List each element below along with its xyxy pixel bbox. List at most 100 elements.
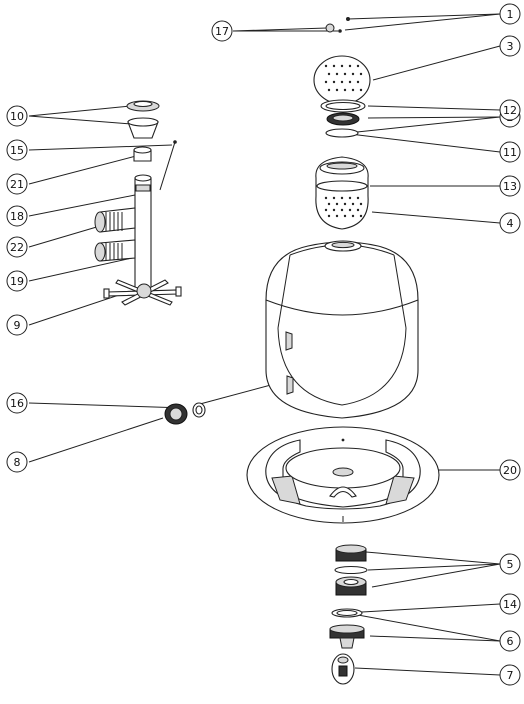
callout-3: 3 (499, 35, 521, 57)
tank-base-part (246, 426, 440, 524)
perforation-dot (340, 80, 344, 84)
perforation-dot (348, 80, 352, 84)
callout-bubble (6, 173, 28, 195)
callout-bubble (6, 139, 28, 161)
union-nut-part (334, 544, 368, 596)
callout-bubble (499, 593, 521, 615)
callout-bubble (499, 459, 521, 481)
callout-10: 10 (6, 105, 28, 127)
callout-labels: 12345678910111213141516171819202122 (6, 3, 521, 686)
callout-bubble (6, 270, 28, 292)
callout-bubble (499, 630, 521, 652)
callout-16: 16 (6, 392, 28, 414)
callout-bubble (499, 141, 521, 163)
perforation-dot (324, 208, 328, 212)
callout-number: 5 (507, 558, 514, 571)
callout-number: 20 (503, 464, 517, 477)
perforation-dot (359, 88, 363, 92)
callout-number: 14 (503, 598, 517, 611)
perforation-dot (327, 88, 331, 92)
callout-number: 10 (10, 110, 24, 123)
callout-bubble (6, 236, 28, 258)
callout-bubble (499, 35, 521, 57)
perforation-dot (332, 64, 336, 68)
perforation-dot (356, 64, 360, 68)
perforation-dot (348, 208, 352, 212)
callout-bubble (499, 99, 521, 121)
callout-number: 11 (503, 146, 517, 159)
perforation-dot (340, 64, 344, 68)
perforation-dot (335, 88, 339, 92)
perforation-dot (348, 196, 352, 200)
callout-6: 6 (499, 630, 521, 652)
callout-bubble (499, 212, 521, 234)
connector-part (329, 624, 365, 649)
callout-18: 18 (6, 205, 28, 227)
clamp-ring-part (320, 99, 366, 113)
perforation-dot (327, 202, 331, 206)
callout-bubble (211, 20, 233, 42)
perforation-dot (332, 196, 336, 200)
callout-number: 17 (215, 25, 229, 38)
callout-number: 8 (14, 456, 21, 469)
callout-21: 21 (6, 173, 28, 195)
sleeve-part (133, 146, 152, 162)
callout-bubble (6, 205, 28, 227)
callout-number: 7 (507, 669, 514, 682)
callout-number: 3 (507, 40, 514, 53)
perforation-dot (359, 72, 363, 76)
callout-bubble (499, 664, 521, 686)
callout-bubble (499, 3, 521, 25)
upper-diffuser-part (313, 55, 371, 105)
perforation-dot (359, 214, 363, 218)
perforation-dot (343, 214, 347, 218)
perforation-dot (351, 72, 355, 76)
perforation-dot (343, 202, 347, 206)
callout-bubble (6, 392, 28, 414)
perforation-dot (351, 214, 355, 218)
pressure-pin-part (159, 140, 177, 191)
perforation-dot (351, 202, 355, 206)
perforation-dot (332, 208, 336, 212)
perforation-dot (327, 214, 331, 218)
filter-tank-part (265, 240, 419, 419)
callout-20: 20 (499, 459, 521, 481)
callout-bubble (6, 451, 28, 473)
perforation-dot (356, 208, 360, 212)
perforation-dot (324, 196, 328, 200)
callout-number: 22 (10, 241, 24, 254)
callout-5: 5 (499, 553, 521, 575)
callout-bubble (6, 314, 28, 336)
perforation-dot (332, 80, 336, 84)
callout-17: 17 (211, 20, 233, 42)
collector-pipe-assembly-part (94, 174, 182, 306)
perforation-dot (348, 64, 352, 68)
callout-bubble (499, 553, 521, 575)
callout-number: 6 (507, 635, 514, 648)
callout-number: 18 (10, 210, 24, 223)
callout-number: 19 (10, 275, 24, 288)
perforation-dot (335, 214, 339, 218)
callout-number: 15 (10, 144, 24, 157)
drain-valve-part (331, 653, 355, 685)
callout-number: 1 (507, 8, 514, 21)
perforation-dot (327, 72, 331, 76)
callout-22: 22 (6, 236, 28, 258)
callout-number: 9 (14, 319, 21, 332)
lower-diffuser-part (315, 156, 369, 230)
callout-8: 8 (6, 451, 28, 473)
callout-7: 7 (499, 664, 521, 686)
collector-cap-part (126, 100, 160, 139)
callout-number: 4 (507, 217, 514, 230)
callout-number: 13 (503, 180, 517, 193)
leader-lines (28, 13, 501, 676)
callout-number: 12 (503, 104, 517, 117)
perforation-dot (343, 72, 347, 76)
perforation-dot (351, 88, 355, 92)
perforation-dot (340, 208, 344, 212)
callout-bubble (6, 105, 28, 127)
callout-15: 15 (6, 139, 28, 161)
perforation-dot (356, 80, 360, 84)
